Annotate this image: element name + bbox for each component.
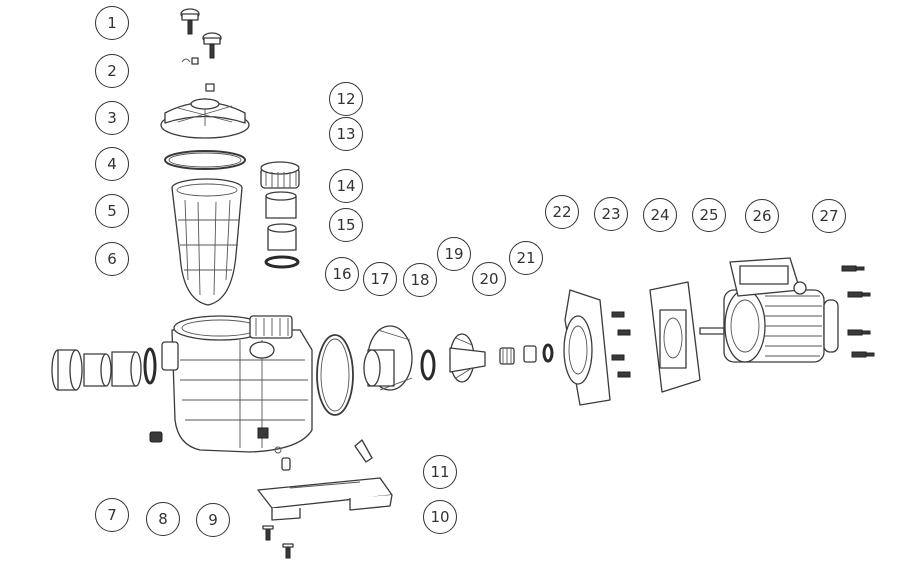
callout-20: 20 [472,262,506,296]
callout-18: 18 [403,263,437,297]
callout-2: 2 [95,54,129,88]
callout-17: 17 [363,262,397,296]
motor-bolts [841,265,875,358]
mechanical-seal [499,343,554,365]
pump-base-bracket [257,439,393,521]
pump-lid [160,98,250,139]
diffuser-o-ring [420,349,436,381]
callout-21: 21 [509,241,543,275]
callout-7: 7 [95,498,129,532]
seal-plate-bolts [611,311,631,378]
callout-16: 16 [325,257,359,291]
lid-o-ring [164,150,246,170]
motor [723,257,839,363]
lid-knob-screw-1 [180,8,200,35]
motor-bracket [649,281,701,393]
callout-4: 4 [95,147,129,181]
callout-5: 5 [95,194,129,228]
callout-26: 26 [745,199,779,233]
inlet-o-ring [143,347,157,385]
callout-27: 27 [812,199,846,233]
pump-housing [161,315,313,453]
base-screws [262,525,294,559]
impeller [449,333,486,383]
callout-3: 3 [95,101,129,135]
callout-23: 23 [594,197,628,231]
seal-plate [563,289,611,406]
callout-14: 14 [329,169,363,203]
motor-shaft [699,327,725,335]
callout-15: 15 [329,208,363,242]
diffuser [363,325,413,391]
callout-22: 22 [545,195,579,229]
callout-9: 9 [196,503,230,537]
outlet-o-ring [264,255,300,269]
callout-11: 11 [423,455,457,489]
callout-8: 8 [146,502,180,536]
lid-knob-screw-2 [202,32,222,59]
housing-gasket [316,334,354,416]
strainer-basket [171,178,243,306]
callout-19: 19 [437,237,471,271]
callout-25: 25 [692,198,726,232]
callout-12: 12 [329,82,363,116]
callout-1: 1 [95,6,129,40]
lid-clips [181,57,215,92]
callout-24: 24 [643,198,677,232]
callout-6: 6 [95,242,129,276]
callout-10: 10 [423,500,457,534]
callout-13: 13 [329,117,363,151]
outlet-union-nut [260,161,300,189]
outlet-union-tail [265,191,297,251]
inlet-union-nut [51,349,83,391]
inlet-union-tail [83,351,142,387]
drain-plug [149,431,291,471]
